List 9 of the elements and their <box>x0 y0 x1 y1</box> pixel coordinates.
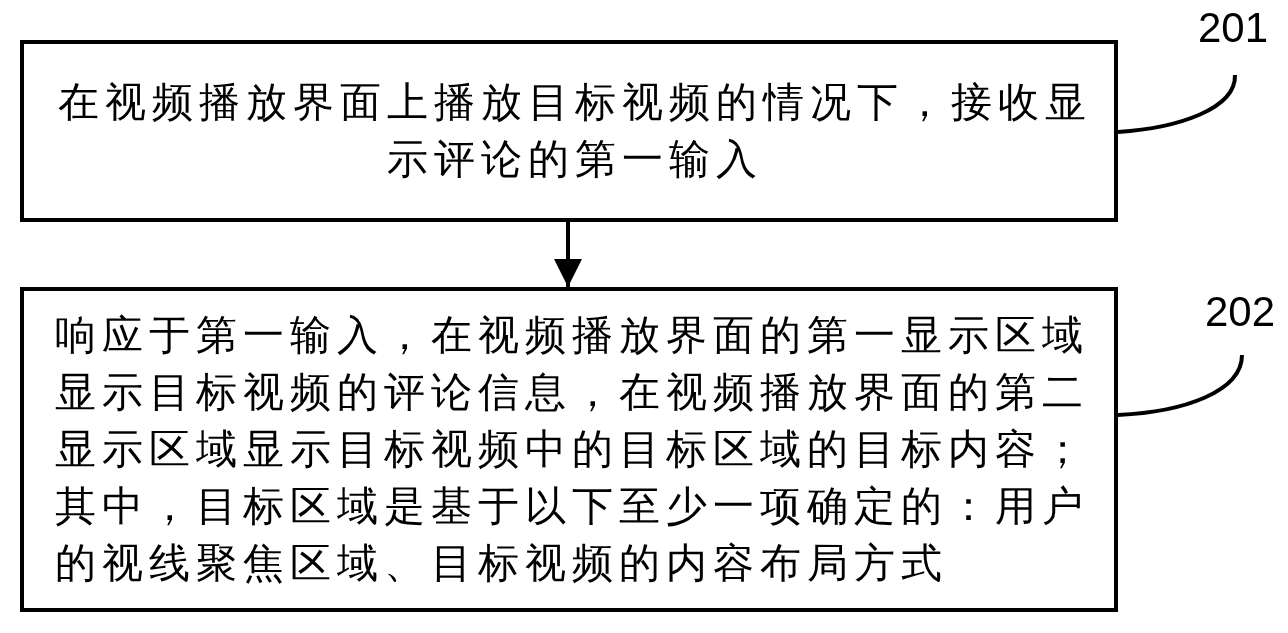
leader-line <box>1117 74 1237 134</box>
leader-line <box>1117 354 1244 417</box>
step-text: 响应于第一输入，在视频播放界面的第一显示区域显示目标视频的评论信息，在视频播放界面的第二显示区域显示目标视频中的目标区域的目标内容；其中，目标区域是基于以下至少一项确定的：用户的视线聚焦区域、目标视频的内容布局方式 <box>55 311 1090 588</box>
process-box <box>20 40 1118 222</box>
callout-number: 202 <box>1205 291 1276 333</box>
process-box <box>20 287 1118 612</box>
arrow <box>554 222 582 287</box>
step-text: 在视频播放界面上播放目标视频的情况下，接收显示评论的第一输入 <box>57 78 1093 184</box>
callout-number: 201 <box>1198 7 1269 49</box>
